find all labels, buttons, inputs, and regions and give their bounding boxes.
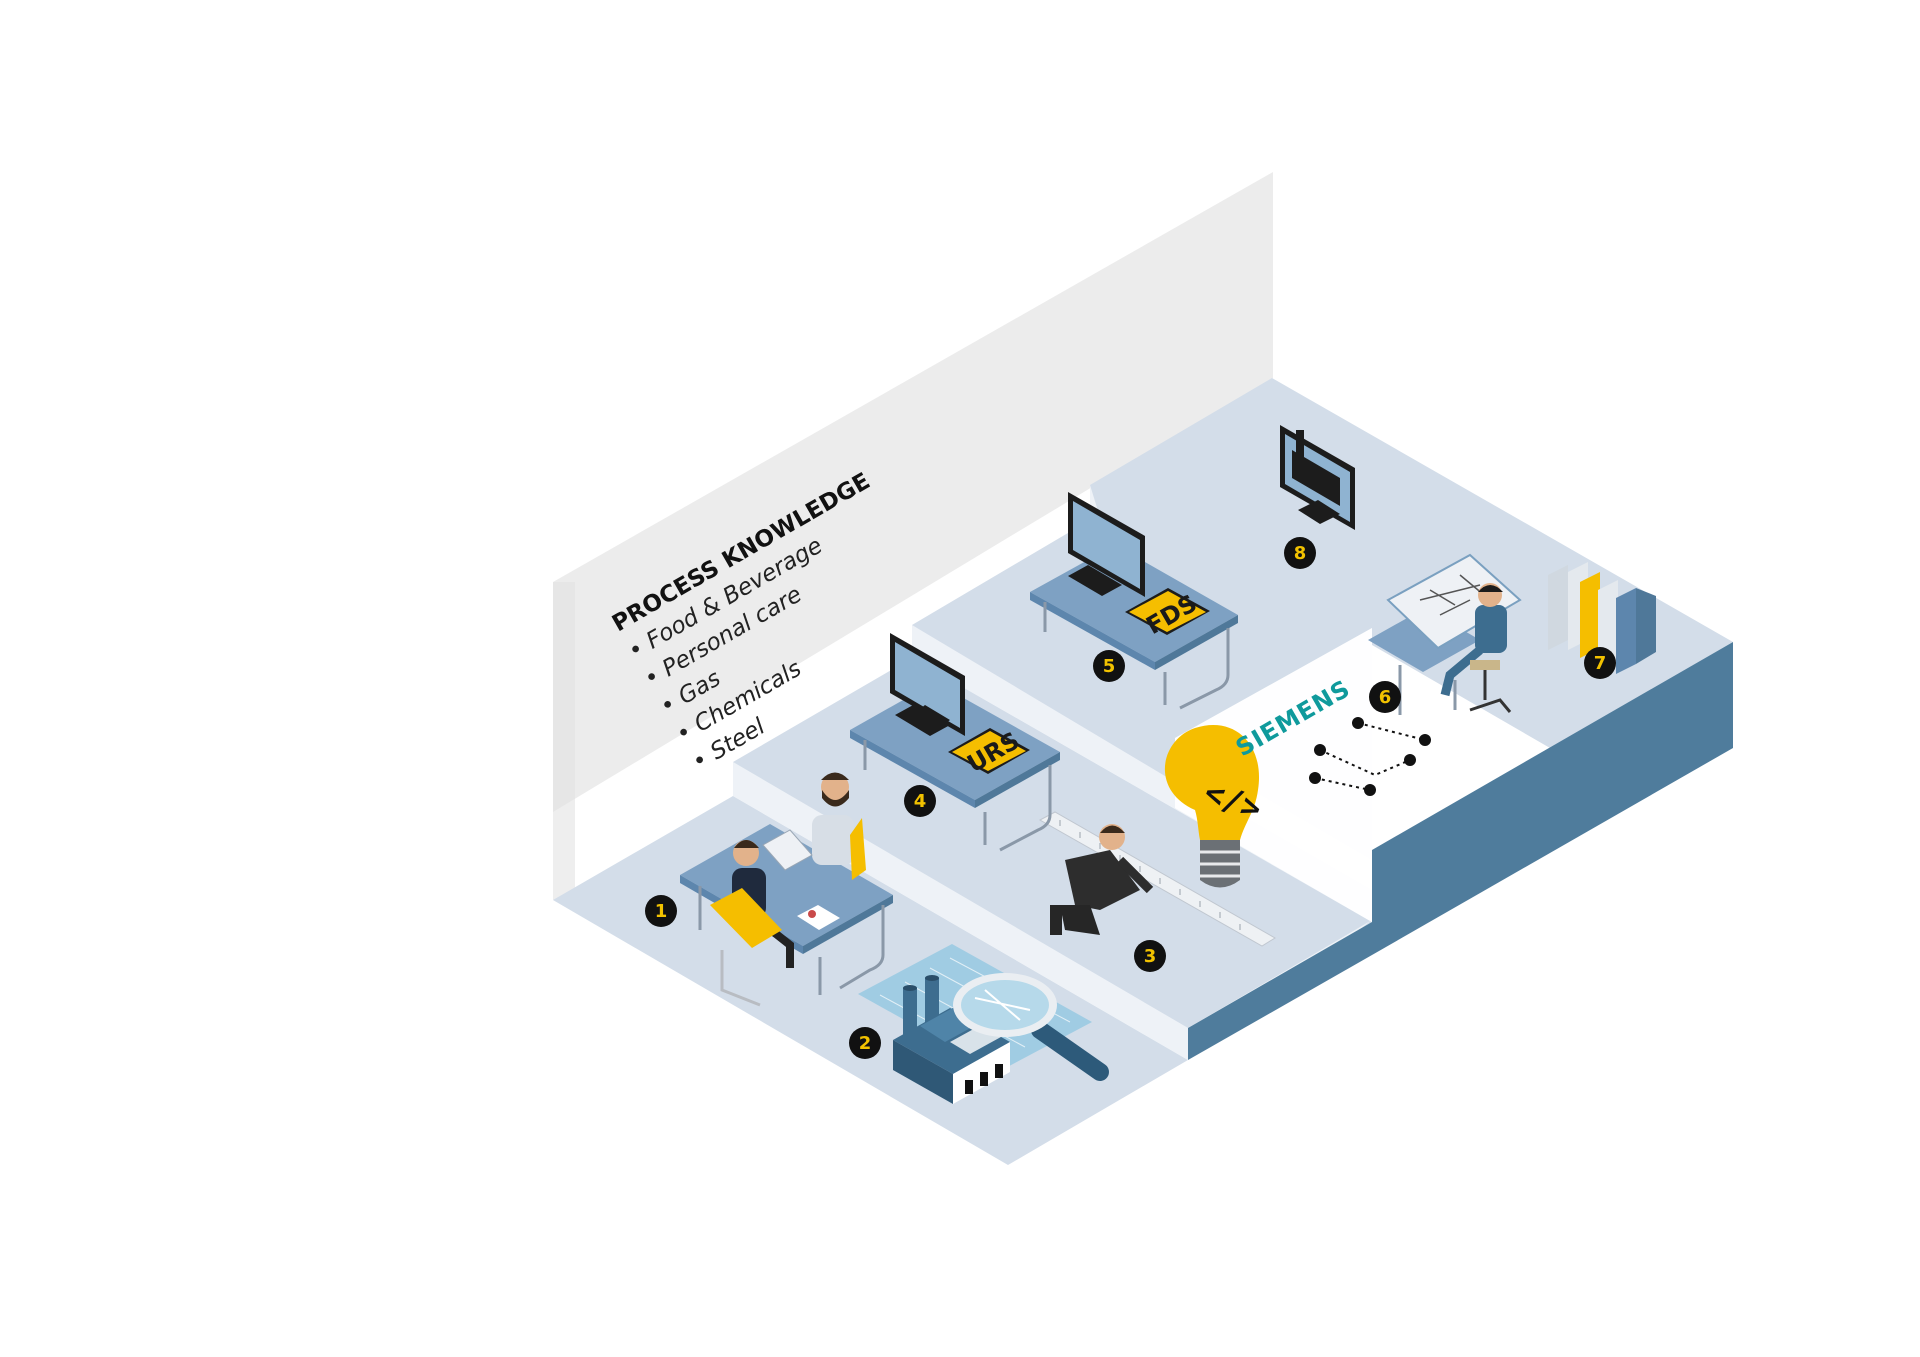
fds-workstation: FDS bbox=[1030, 492, 1238, 710]
person-consultant-body bbox=[812, 815, 854, 865]
svg-text:2: 2 bbox=[859, 1033, 872, 1054]
laptop-icon bbox=[762, 829, 813, 871]
factory-icon bbox=[893, 975, 1010, 1104]
monitor-icon bbox=[1068, 492, 1145, 597]
site-survey-scene bbox=[858, 944, 1109, 1104]
scada-monitor bbox=[1280, 425, 1355, 530]
step-badges: 1 2 3 4 5 6 7 8 bbox=[645, 537, 1616, 1059]
person-engineer bbox=[1050, 824, 1154, 935]
network-diagram-icon bbox=[1309, 717, 1431, 796]
chair-front bbox=[710, 888, 782, 948]
svg-text:3: 3 bbox=[1144, 946, 1157, 967]
factory-icon bbox=[1292, 430, 1340, 506]
back-wall-edge bbox=[553, 582, 575, 900]
urs-workstation: URS bbox=[850, 633, 1060, 852]
drafting-scene bbox=[1368, 553, 1522, 715]
svg-text:6: 6 bbox=[1379, 687, 1392, 708]
step-badge-5: 5 bbox=[1093, 650, 1125, 682]
meeting-desk-legs bbox=[698, 886, 885, 995]
meeting-scene bbox=[680, 772, 893, 1007]
keyboard-icon bbox=[895, 704, 950, 736]
binders-icon bbox=[1548, 562, 1656, 674]
svg-text:5: 5 bbox=[1103, 656, 1116, 677]
design-scene: </> bbox=[1038, 724, 1276, 947]
step-badge-4: 4 bbox=[904, 785, 936, 817]
svg-text:8: 8 bbox=[1294, 543, 1307, 564]
step-badge-3: 3 bbox=[1134, 940, 1166, 972]
lightbulb-icon: </> bbox=[1164, 724, 1267, 888]
floor-level-4 bbox=[1090, 378, 1733, 760]
drafting-table-icon bbox=[1386, 553, 1522, 650]
step-badge-6: 6 bbox=[1369, 681, 1401, 713]
svg-text:7: 7 bbox=[1594, 653, 1607, 674]
svg-text:1: 1 bbox=[655, 901, 668, 922]
keyboard-icon bbox=[1068, 565, 1122, 596]
svg-text:4: 4 bbox=[914, 791, 927, 812]
step-badge-2: 2 bbox=[849, 1027, 881, 1059]
document-paper bbox=[797, 905, 840, 930]
step-badge-8: 8 bbox=[1284, 537, 1316, 569]
pie-chart-icon bbox=[808, 910, 816, 918]
magnifier-icon bbox=[953, 973, 1109, 1081]
chair-back bbox=[850, 818, 866, 880]
back-wall bbox=[553, 172, 1273, 812]
platform-side-upper bbox=[1372, 642, 1733, 955]
step-badge-1: 1 bbox=[645, 895, 677, 927]
top-block-white-face bbox=[1175, 628, 1372, 922]
step-badge-7: 7 bbox=[1584, 647, 1616, 679]
platform-side-lower bbox=[1188, 922, 1372, 1060]
